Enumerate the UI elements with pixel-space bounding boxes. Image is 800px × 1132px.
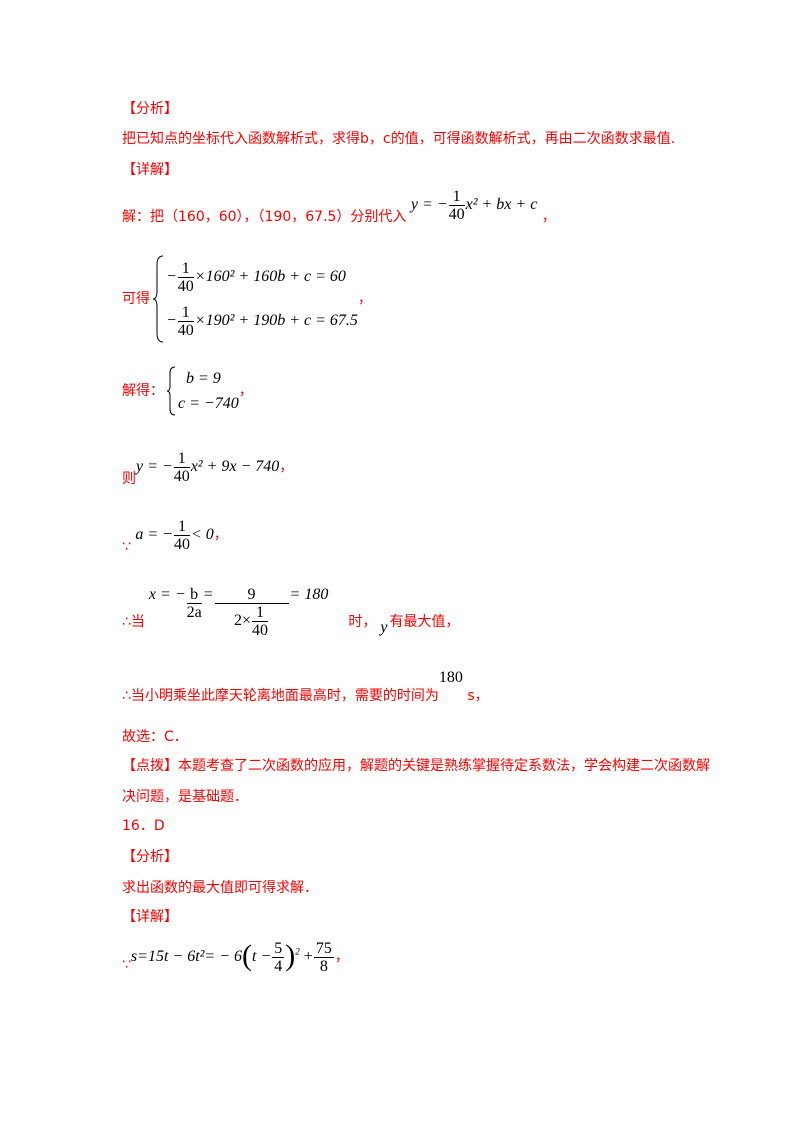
comma-2: ， [238, 383, 253, 399]
tip-line-1: 【点拨】本题考查了二次函数的应用，解题的关键是熟练掌握待定系数法，学会构建二次函… [122, 758, 710, 774]
max-value-text: 有最大值， [389, 614, 460, 630]
y-var: y [380, 619, 388, 636]
choice-line: 故选：C． [122, 729, 188, 745]
heading-detail: 【详解】 [122, 162, 178, 178]
shi-text: 时， [348, 614, 377, 630]
sol-prefix: 解：把（160，60），（190，67.5）分别代入 [122, 209, 407, 226]
heading-analysis: 【分析】 [122, 101, 178, 117]
heading-analysis-16: 【分析】 [122, 849, 178, 865]
sys2-row-2: c = −740 [178, 394, 239, 412]
dang-label: ∴当 [122, 614, 145, 630]
comma: ， [357, 291, 372, 307]
sys2-row-1: b = 9 [186, 369, 221, 387]
jiede-line: 解得： b = 9 c = −740 ， [122, 366, 253, 416]
jiede-label: 解得： [122, 383, 164, 399]
analysis-text: 把已知点的坐标代入函数解析式，求得b，c的值，可得函数解析式，再由二次函数求最值… [122, 131, 676, 147]
brace-2 [166, 366, 176, 416]
kede-label: 可得 [122, 291, 150, 307]
conclusion-line: ∴当小明乘坐此摩天轮离地面最高时，需要的时间为180 s， [122, 669, 489, 704]
question-16-answer: 16．D [122, 818, 165, 834]
analysis-text-16: 求出函数的最大值即可得求解． [122, 880, 318, 896]
tip-line-2: 决问题，是基础题． [122, 789, 248, 805]
brace [152, 255, 164, 343]
heading-detail-16: 【详解】 [122, 909, 178, 925]
